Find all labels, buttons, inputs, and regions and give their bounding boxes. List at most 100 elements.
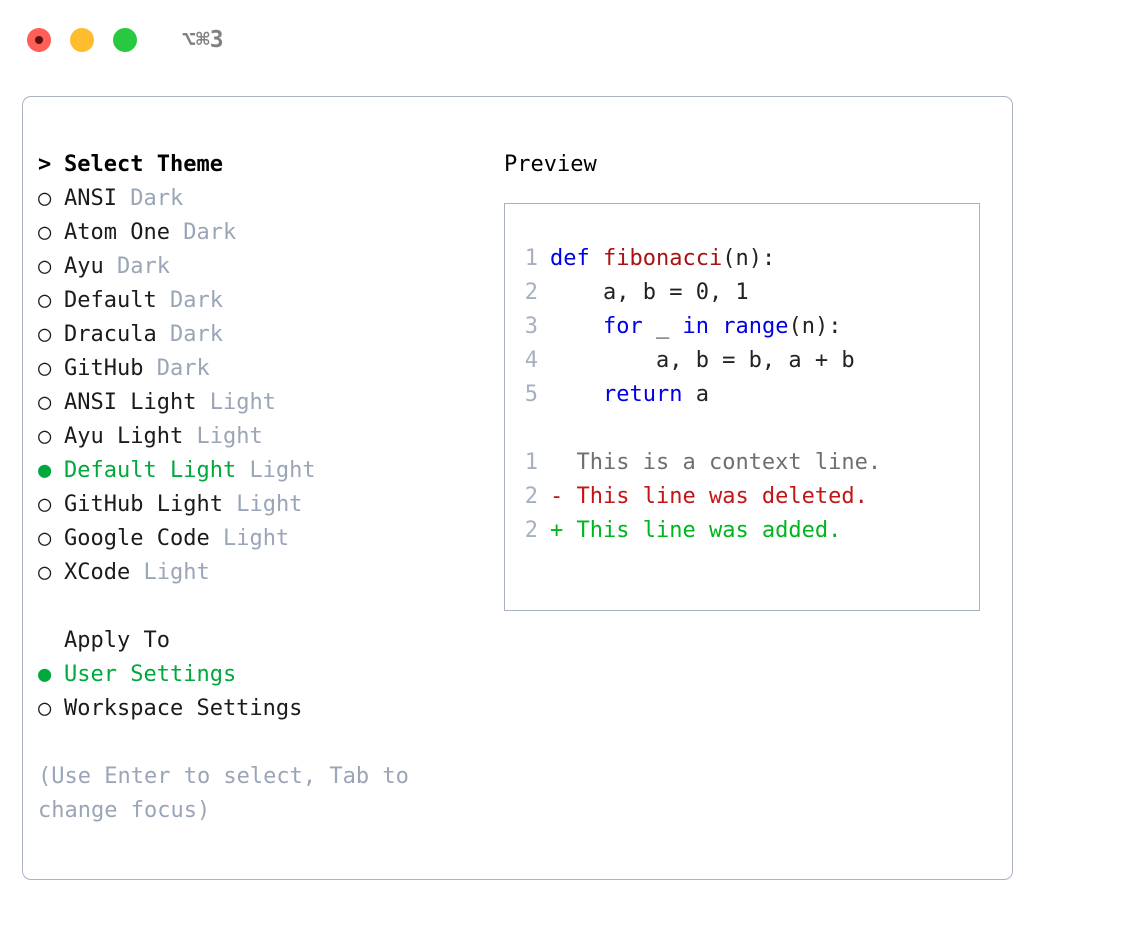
radio-unselected-icon: ○ [38, 186, 52, 211]
theme-variant-badge: Dark [169, 322, 223, 347]
select-theme-heading-label: Select Theme [64, 152, 223, 177]
code-token: a [682, 382, 709, 407]
minimize-window-button[interactable] [70, 28, 94, 52]
keyboard-shortcut-label: ⌥⌘3 [182, 26, 224, 53]
radio-unselected-icon: ○ [38, 560, 52, 585]
code-line: 5 return a [516, 378, 979, 412]
radio-unselected-icon: ○ [38, 220, 52, 245]
code-token [550, 314, 603, 339]
select-theme-heading: > Select Theme [38, 148, 493, 182]
radio-unselected-icon: ○ [38, 526, 52, 551]
apply-to-option-user-settings[interactable]: ●User Settings [38, 658, 493, 692]
theme-variant-badge: Light [209, 390, 276, 415]
code-token: range [722, 314, 789, 339]
theme-option-ayu-light[interactable]: ○ Ayu Light Light [38, 420, 493, 454]
radio-unselected-icon: ○ [38, 288, 52, 313]
apply-to-heading-label: Apply To [64, 628, 170, 653]
radio-unselected-icon: ○ [38, 322, 52, 347]
theme-list-column: >Select Theme ○ANSI Dark ○Atom One Dark … [23, 97, 493, 879]
line-number: 2 [524, 518, 538, 543]
close-window-button[interactable] [27, 28, 51, 52]
theme-option-label: GitHub Light [64, 492, 223, 517]
theme-option-ansi-dark[interactable]: ○ANSI Dark [38, 182, 493, 216]
radio-selected-icon: ● [38, 662, 52, 687]
theme-variant-badge: Light [236, 492, 303, 517]
line-number: 4 [524, 348, 538, 373]
code-line: 3 for _ in range(n): [516, 310, 979, 344]
theme-option-atom-one-dark[interactable]: ○Atom One Dark [38, 216, 493, 250]
code-token: a, b = b, a + b [550, 348, 855, 373]
diff-line-context: 1 This is a context line. [516, 446, 979, 480]
radio-selected-icon: ● [38, 458, 52, 483]
diff-sign: - [550, 484, 564, 509]
theme-option-github-dark[interactable]: ○ GitHub Dark [38, 352, 493, 386]
radio-unselected-icon: ○ [38, 356, 52, 381]
apply-to-option-label: Workspace Settings [64, 696, 303, 721]
theme-option-default-dark[interactable]: ○ Default Dark [38, 284, 493, 318]
prompt-caret-icon: > [38, 152, 52, 177]
theme-option-label: XCode [64, 560, 131, 585]
theme-variant-badge: Light [249, 458, 316, 483]
code-line: 2 a, b = 0, 1 [516, 276, 979, 310]
code-token: return [602, 382, 683, 407]
traffic-lights [27, 28, 137, 52]
theme-variant-badge: Dark [156, 356, 210, 381]
radio-unselected-icon: ○ [38, 390, 52, 415]
theme-variant-badge: Dark [117, 254, 170, 279]
list-spacer [38, 590, 493, 624]
code-token: def [550, 246, 603, 271]
apply-to-heading: Apply To [38, 624, 493, 658]
theme-variant-badge: Light [143, 560, 210, 585]
theme-option-xcode[interactable]: ○ XCode Light [38, 556, 493, 590]
theme-option-label: ANSI [64, 186, 117, 211]
keyboard-hint-text: (Use Enter to select, Tab to change focu… [38, 764, 409, 823]
apply-to-heading-indent [38, 624, 64, 658]
diff-text: This line was deleted. [576, 484, 868, 509]
code-token: in [682, 314, 709, 339]
theme-option-dracula-dark[interactable]: ○ Dracula Dark [38, 318, 493, 352]
theme-variant-badge: Light [222, 526, 290, 551]
line-number: 2 [524, 484, 538, 509]
preview-gap [516, 412, 979, 446]
radio-unselected-icon: ○ [38, 424, 52, 449]
theme-option-label: Dracula [64, 322, 157, 347]
theme-option-label: GitHub [64, 356, 144, 381]
theme-selector-panel: >Select Theme ○ANSI Dark ○Atom One Dark … [22, 96, 1013, 880]
theme-option-google-code[interactable]: ○Google Code Light [38, 522, 493, 556]
radio-unselected-icon: ○ [38, 254, 52, 279]
line-number: 3 [524, 314, 538, 339]
code-token [709, 314, 722, 339]
line-number: 2 [524, 280, 538, 305]
diff-sign [550, 450, 563, 475]
page-corner-accent [1114, 908, 1140, 934]
theme-option-github-light[interactable]: ○GitHub Light Light [38, 488, 493, 522]
preview-heading: Preview [504, 152, 597, 177]
diff-sign: + [550, 518, 564, 543]
theme-option-label: Ayu Light [64, 424, 184, 449]
code-token: (n): [788, 314, 842, 339]
radio-unselected-icon: ○ [38, 696, 52, 721]
maximize-window-button[interactable] [113, 28, 137, 52]
diff-text: This is a context line. [576, 450, 882, 475]
apply-to-option-workspace-settings[interactable]: ○ Workspace Settings [38, 692, 493, 726]
theme-option-default-light[interactable]: ● Default Light Light [38, 454, 493, 488]
line-number: 1 [524, 246, 538, 271]
code-line: 4 a, b = b, a + b [516, 344, 979, 378]
code-token: for [602, 314, 643, 339]
theme-variant-badge: Dark [169, 288, 223, 313]
line-number: 1 [524, 450, 538, 475]
theme-variant-badge: Light [196, 424, 263, 449]
code-token: a, b = 0, 1 [550, 280, 749, 305]
diff-line-deleted: 2- This line was deleted. [516, 480, 979, 514]
theme-option-label: Ayu [64, 254, 104, 279]
theme-option-label: Default [64, 288, 157, 313]
line-number: 5 [524, 382, 538, 407]
theme-variant-badge: Dark [183, 220, 237, 245]
theme-option-label: Default Light [64, 458, 237, 483]
diff-text: This line was added. [576, 518, 842, 543]
theme-option-label: ANSI Light [64, 390, 197, 415]
code-token: _ [642, 314, 683, 339]
theme-option-ansi-light[interactable]: ○ ANSI Light Light [38, 386, 493, 420]
theme-option-ayu-dark[interactable]: ○ Ayu Dark [38, 250, 493, 284]
